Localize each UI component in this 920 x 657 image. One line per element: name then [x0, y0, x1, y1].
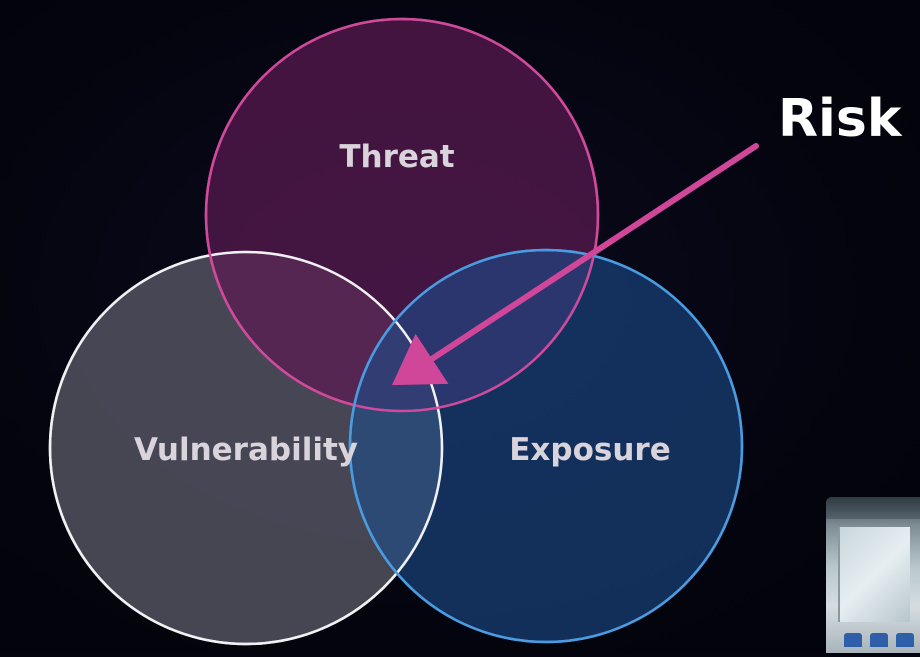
- exposure-label: Exposure: [509, 432, 671, 468]
- threat-label: Threat: [339, 139, 454, 175]
- risk-arrow: [391, 143, 759, 386]
- exposure-outline: [348, 248, 744, 644]
- vulnerability-outline: [48, 250, 444, 646]
- risk-title: Risk: [778, 89, 903, 149]
- threat-outline: [204, 17, 600, 413]
- vulnerability-label: Vulnerability: [134, 432, 358, 468]
- video-thumbnail[interactable]: [826, 497, 920, 653]
- thumbnail-chair: [844, 633, 862, 647]
- thumbnail-chair: [896, 633, 914, 647]
- thumbnail-ceiling: [826, 497, 920, 519]
- thumbnail-window: [838, 527, 910, 622]
- thumbnail-chair: [870, 633, 888, 647]
